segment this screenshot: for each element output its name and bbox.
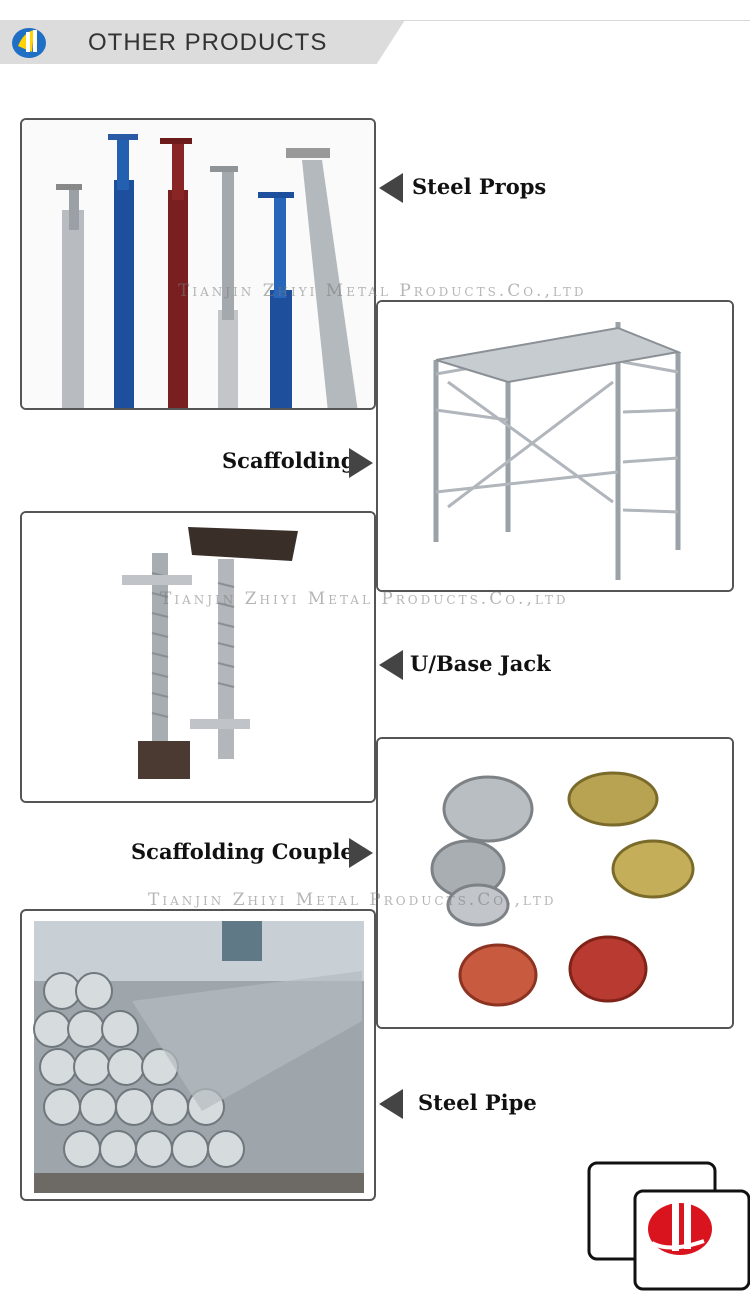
watermark-text: Tianjin Zhiyi Metal Products.Co.,ltd [148,890,557,910]
steel-props-image [20,118,376,410]
arrow-left-icon [379,650,403,680]
scaffolding-image [376,300,734,592]
header-divider [400,20,750,21]
base-jack-image [20,511,376,803]
arrow-left-icon [379,173,403,203]
watermark-text: Tianjin Zhiyi Metal Products.Co.,ltd [160,589,569,609]
company-logo-icon [12,28,46,58]
header-band [0,20,405,64]
label-steel-pipe: Steel Pipe [418,1090,537,1115]
watermark-text: Tianjin Zhiyi Metal Products.Co.,ltd [178,281,587,301]
section-title: OTHER PRODUCTS [88,29,328,56]
brand-mark-icon [587,1161,750,1291]
steel-pipe-image [20,909,376,1201]
label-scaffolding-coupler: Scaffolding Coupler [131,839,365,864]
label-steel-props: Steel Props [412,174,547,199]
arrow-left-icon [379,1089,403,1119]
label-scaffolding: Scaffolding [222,448,356,473]
coupler-image [376,737,734,1029]
label-base-jack: U/Base Jack [410,651,551,676]
arrow-right-icon [349,448,373,478]
arrow-right-icon [349,838,373,868]
